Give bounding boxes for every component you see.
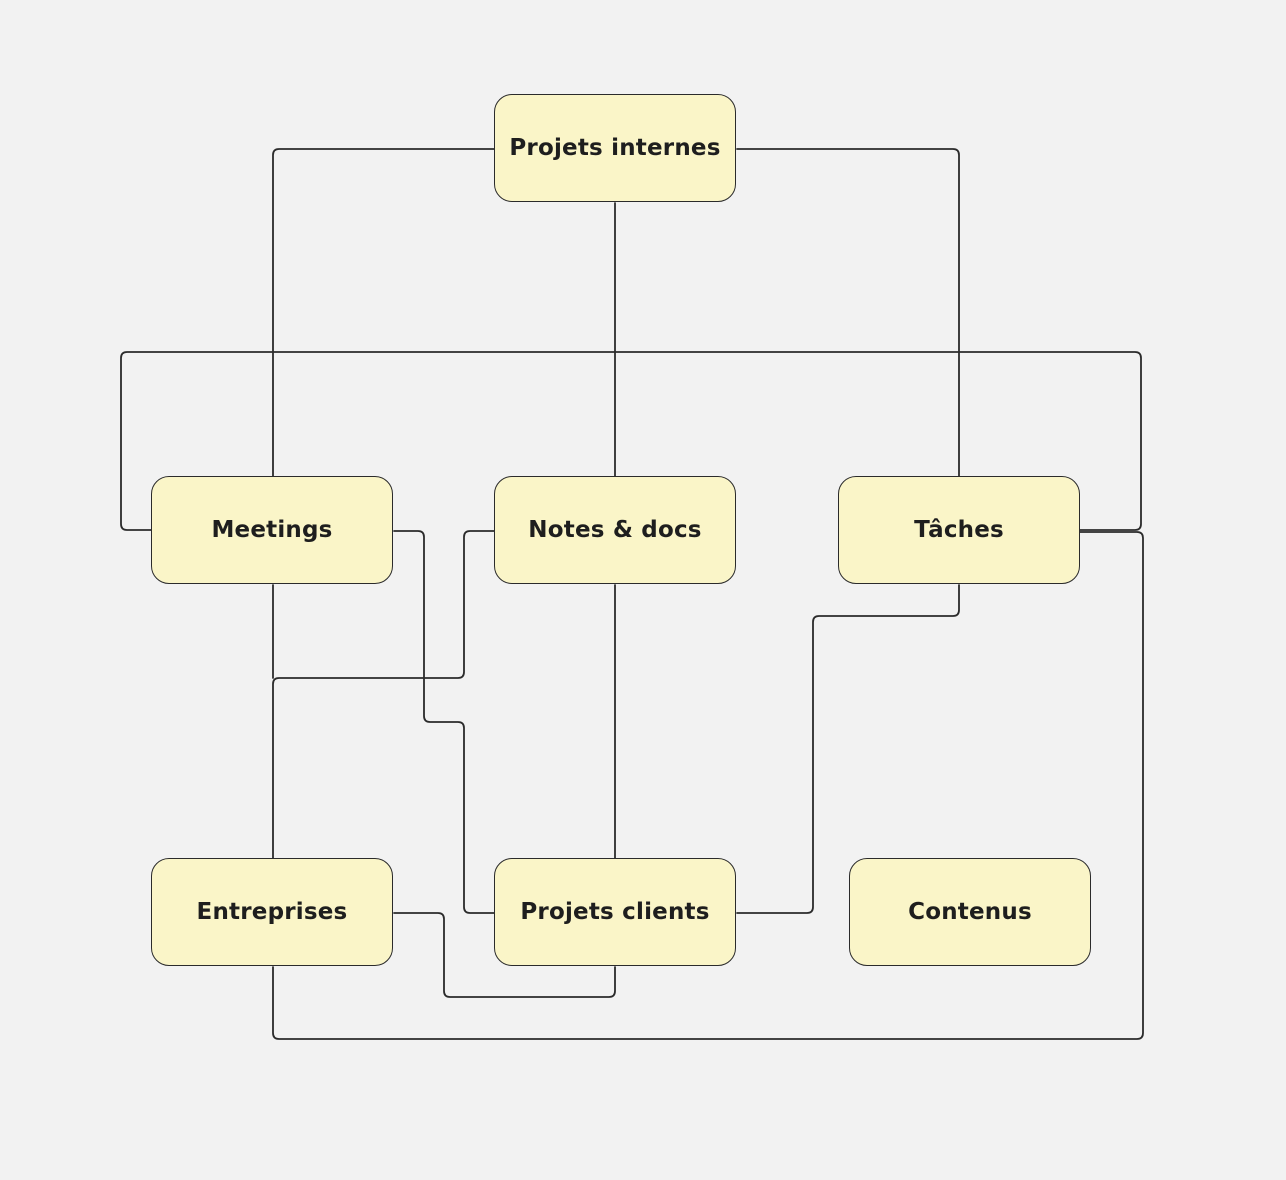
connector-projets-internes-meetings[interactable] [272,148,495,477]
node-projets-clients[interactable]: Projets clients [494,858,736,966]
node-projets-internes[interactable]: Projets internes [494,94,736,202]
connector-entreprises-projets-clients[interactable] [393,912,616,998]
connector-projets-internes-taches[interactable] [736,148,960,477]
node-label: Notes & docs [528,517,702,543]
node-label: Projets internes [509,135,721,161]
node-label: Contenus [908,899,1032,925]
connector-meetings-taches[interactable] [120,351,1142,531]
node-contenus[interactable]: Contenus [849,858,1091,966]
node-taches[interactable]: Tâches [838,476,1080,584]
connector-taches-entreprises[interactable] [272,531,1144,1040]
node-label: Tâches [914,517,1004,543]
connector-taches-projets-clients[interactable] [736,584,960,914]
node-notes-docs[interactable]: Notes & docs [494,476,736,584]
node-label: Entreprises [196,899,348,925]
node-meetings[interactable]: Meetings [151,476,393,584]
connector-meetings-projets-clients[interactable] [393,530,495,914]
node-label: Projets clients [520,899,710,925]
connector-notes-docs-entreprises[interactable] [272,530,495,859]
node-entreprises[interactable]: Entreprises [151,858,393,966]
node-label: Meetings [211,517,333,543]
